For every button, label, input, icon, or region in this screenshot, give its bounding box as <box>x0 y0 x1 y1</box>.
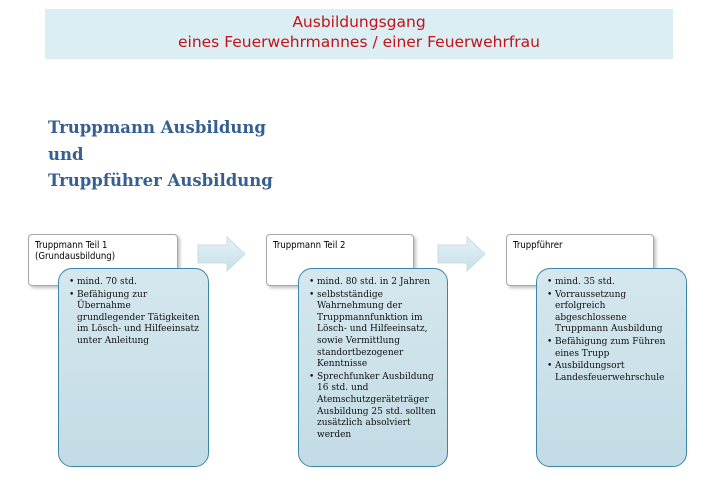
stage-3-details: •mind. 35 std. •Vorraussetzung erfolgrei… <box>536 268 687 467</box>
heading-line-2: und <box>48 144 84 164</box>
stage-1-subtitle: (Grundausbildung) <box>35 251 116 262</box>
list-item: •Vorraussetzung erfolgreich abgeschlosse… <box>547 289 663 335</box>
stage-2-details: •mind. 80 std. in 2 Jahren •selbstständi… <box>298 268 448 467</box>
list-item: •mind. 35 std. <box>547 277 615 287</box>
stage-3-title: Truppführer <box>513 240 563 251</box>
stage-2-title: Truppmann Teil 2 <box>273 240 346 251</box>
list-item: •Befähigung zum Führen eines Trupp <box>547 336 666 359</box>
arrow-right-icon <box>197 236 246 272</box>
list-item: •mind. 80 std. in 2 Jahren <box>309 277 431 287</box>
heading-line-1: Truppmann Ausbildung <box>48 118 266 137</box>
banner-line-2: eines Feuerwehrmannes / einer Feuerwehrf… <box>177 33 540 51</box>
list-item: •mind. 70 std. <box>69 277 137 287</box>
arrow-right-icon <box>437 236 486 272</box>
banner-line-1: Ausbildungsgang <box>292 13 426 31</box>
list-item: •Sprechfunker Ausbildung 16 std. und Ate… <box>309 371 436 440</box>
list-item: •selbstständige Wahrnehmung der Truppman… <box>309 289 428 370</box>
stage-1-title: Truppmann Teil 1 <box>35 240 108 251</box>
list-item: •Befähigung zur Übernahme grundlegender … <box>69 289 200 346</box>
title-banner: Ausbildungsgang eines Feuerwehrmannes / … <box>45 9 673 59</box>
list-item: •Ausbildungsort Landesfeuerwehrschule <box>547 361 665 383</box>
page-heading: Truppmann Ausbildung und Truppführer Aus… <box>48 115 273 195</box>
stage-1-details: •mind. 70 std. •Befähigung zur Übernahme… <box>58 268 209 467</box>
heading-line-3: Truppführer Ausbildung <box>48 171 273 190</box>
